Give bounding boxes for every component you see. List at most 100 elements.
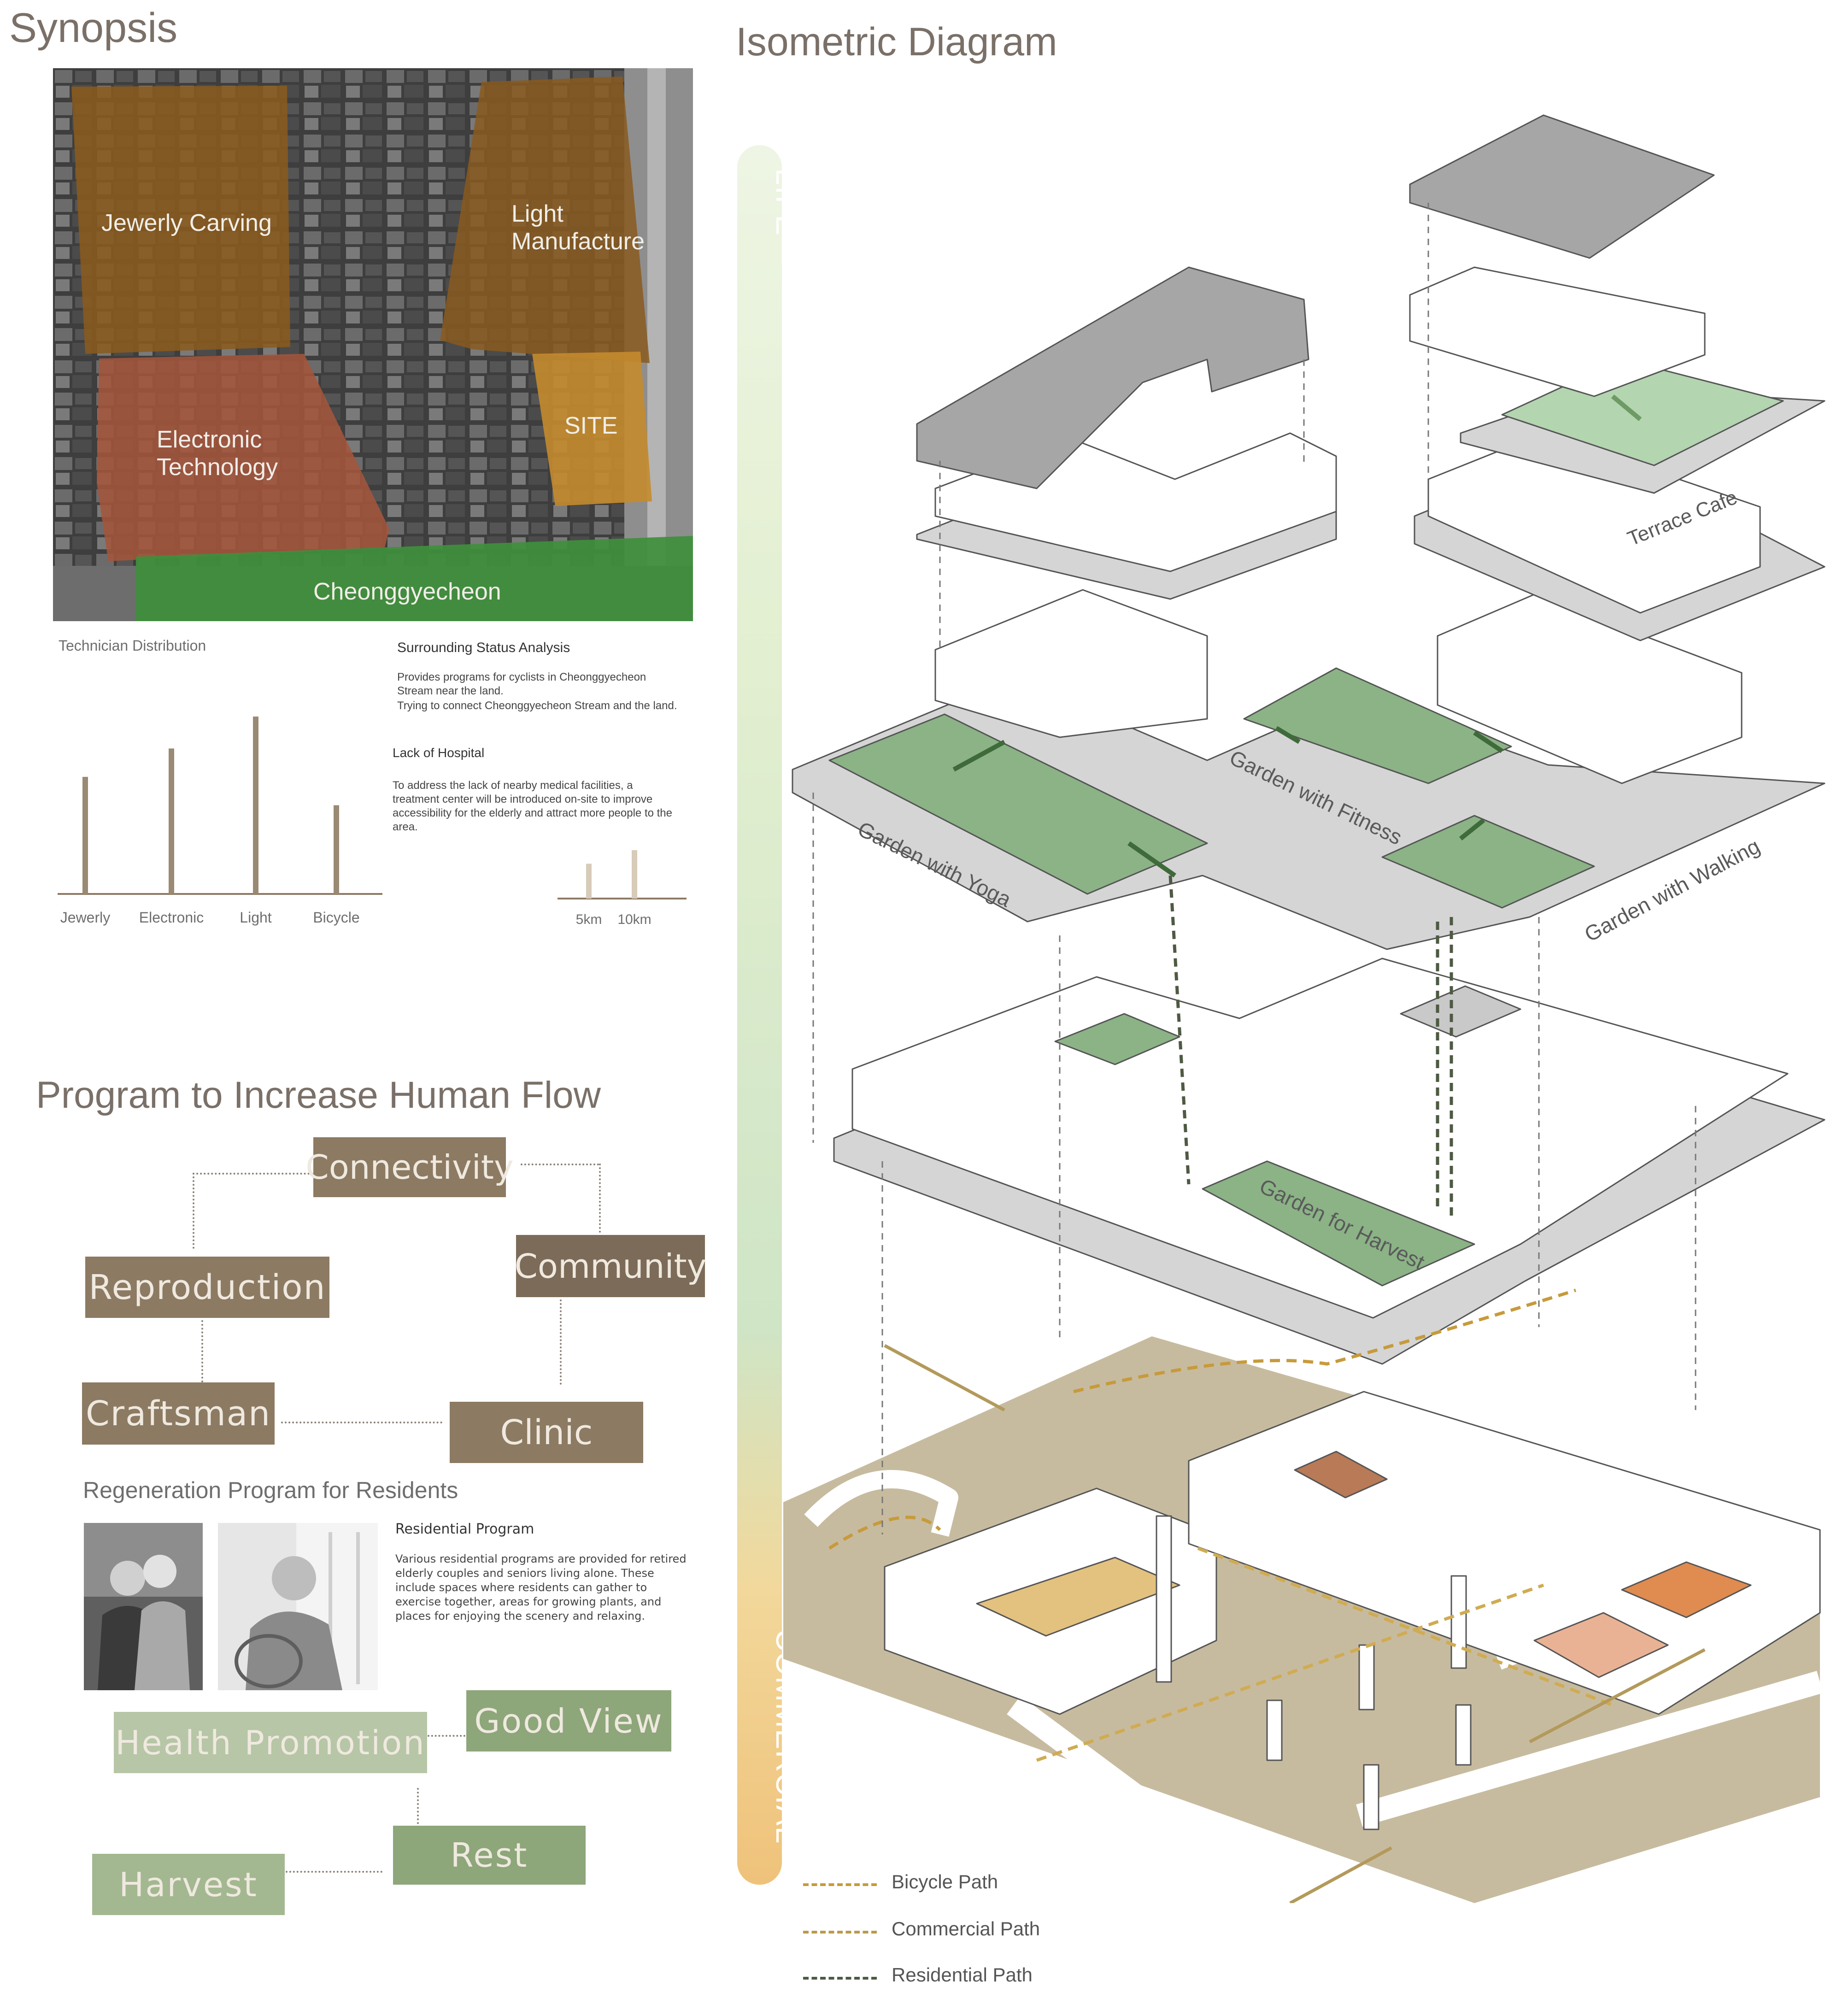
connector [417,1788,419,1832]
bicycle-path-legend-label: Bicycle Path [892,1871,998,1893]
harvest-box: Harvest [92,1854,285,1915]
floor-slab-2 [792,676,1825,950]
connector [193,1173,194,1249]
chart-tick-label: Jewerly [60,909,110,926]
garden-yoga [828,713,1208,895]
light-courtyard [1400,985,1521,1038]
zone-label-light-2: Manufacture [511,228,645,255]
garden-arrow [1473,730,1503,753]
isometric-drawing: Terrace Cafe Garden with Fitness Garden … [783,114,1825,1903]
connector [521,1164,599,1165]
technician-chart-title: Technician Distribution [59,637,206,654]
ground-floor-shop [976,1557,1180,1637]
program-title: Program to Increase Human Flow [36,1074,601,1116]
entry-arrow [1529,1648,1706,1744]
hospital-text: To address the lack of nearby medical fa… [393,779,672,833]
elderly-man-photo [218,1523,378,1690]
chart-tick-label: Electronic [139,909,204,926]
road [1007,1695,1182,1834]
commercial-path-legend-label: Commercial Path [892,1918,1040,1940]
garden-arrow [1459,818,1485,840]
technician-chart: Jewerly Electronic Light Bicycle [58,717,382,926]
zone-label-jewelry: Jewerly Carving [101,210,272,236]
residential-path-legend-line [803,1977,877,1980]
column [1156,1515,1172,1683]
column [1455,1704,1472,1766]
health-promotion-box: Health Promotion [114,1712,427,1773]
elderly-man-image [218,1523,378,1690]
chart-bar [82,776,88,894]
connector [201,1320,203,1382]
garden-walking [1381,815,1595,909]
commercial-path-line [1036,1583,1544,1762]
zone-site [532,352,652,506]
analysis-title: Surrounding Status Analysis [397,640,570,655]
life-commercial-bar [737,145,782,1885]
commercial-label: COMMERCIAL [770,1629,804,1845]
chart-bar [334,805,339,894]
chart-tick-label: Light [240,909,272,926]
analysis-paragraph-2: Trying to connect Cheonggyecheon Stream … [397,699,677,712]
floor-2-volumes [934,589,1208,738]
garden-harvest [1202,1160,1475,1287]
analysis-paragraph-1: Provides programs for cyclists in Cheong… [397,671,646,697]
garden-fitness [1243,667,1512,784]
road [1356,1670,1823,1827]
residential-path-line [1168,875,1191,1185]
upper-cafe-volume [1409,266,1706,397]
good-view-box: Good View [466,1690,671,1752]
commercial-path-legend-line [803,1931,877,1934]
elderly-couple-photo [84,1523,203,1690]
ground-floor-shop [1294,1451,1388,1499]
clinic-box: Clinic [450,1402,643,1463]
zone-stream [136,536,693,621]
synopsis-title: Synopsis [9,5,178,51]
ground-floor-shop [1621,1561,1752,1618]
entry-arrow [884,1344,1005,1412]
connector [560,1299,562,1385]
craftsman-box: Craftsman [82,1382,275,1445]
reproduction-box: Reproduction [85,1257,329,1318]
garden-arrow [1611,394,1642,421]
column [1358,1644,1375,1710]
rest-box: Rest [393,1826,586,1885]
bicycle-path-legend-line [803,1883,877,1886]
zone-label-electronic-2: Technology [157,454,278,481]
zone-label-stream: Cheonggyecheon [313,578,501,605]
connector [281,1422,442,1423]
zone-label-electronic-1: Electronic [157,426,262,453]
zone-light-manufacture [440,76,650,363]
connector [193,1173,313,1175]
connector [428,1735,465,1737]
road [804,1470,958,1537]
inner-courtyard [1054,1013,1180,1065]
site-map: Jewerly Carving Light Manufacture Electr… [53,68,693,621]
connector [286,1871,382,1873]
garden-arrow [952,740,1006,772]
ground-floor-shop [1533,1612,1669,1678]
zone-jewelry [71,86,290,354]
residential-program-title: Residential Program [395,1521,534,1537]
distance-chart: 5km 10km [558,850,687,927]
chart-bar [586,864,592,899]
commercial-path-line [1197,1546,1614,1707]
column [1450,1575,1467,1669]
chart-bar [253,717,258,894]
column [1266,1699,1283,1761]
floor-1-volumes [851,958,1789,1319]
site-map-image [53,68,693,621]
garden-arrow [1275,726,1301,744]
zone-label-site: SITE [564,412,618,439]
column [1363,1764,1379,1830]
residential-path-legend-label: Residential Path [892,1964,1033,1986]
elderly-couple-image [84,1523,203,1690]
chart-tick-label: 5km [576,912,602,927]
chart-tick-label: 10km [617,912,651,927]
zone-electronic [97,354,389,561]
chart-tick-label: Bicycle [313,909,359,926]
connectivity-box: Connectivity [305,1137,514,1197]
connector [599,1164,601,1233]
residential-program-text: Various residential programs are provide… [395,1552,687,1622]
roof-left [916,266,1309,489]
garden-arrow [1127,841,1176,878]
